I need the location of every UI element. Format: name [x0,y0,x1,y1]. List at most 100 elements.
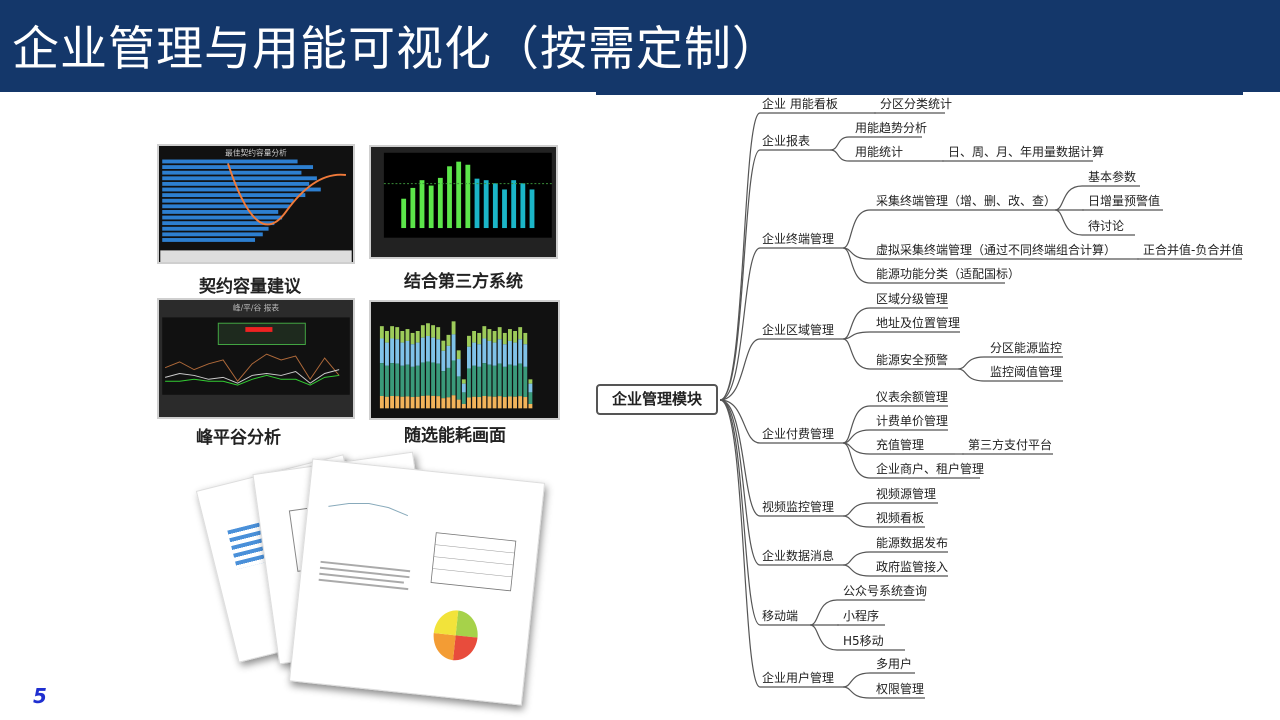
thumb-line [164,353,340,383]
thumb-stack [518,327,523,340]
thumb-stack [415,342,420,366]
peak-valley-screenshot: 峰/平/谷 报表 [157,298,355,419]
branch-connector [719,399,761,517]
thumb-stack [431,395,436,409]
thumb-stack [379,363,384,397]
branch-connector [957,356,985,370]
thumb-stack [528,392,533,404]
thumb-bar [410,187,416,229]
thumb-curve [227,163,347,226]
thumb-stack [518,396,523,409]
branch-connector [842,686,871,699]
mindmap-branch: 企业 用能看板 [762,97,838,111]
thumb-stack [410,332,415,345]
thumb-bar [428,185,434,229]
thumb-bar [511,180,517,229]
thumb-stack [467,346,471,369]
thumb-stack [477,344,482,367]
thumb-stack [472,342,477,366]
mindmap-leaf: 用能统计 [855,145,904,159]
thumb-bar [162,226,269,231]
branch-connector [957,368,985,382]
thumb-stack [395,327,400,340]
thumb-stack [400,396,405,409]
thumb-stack [523,332,528,345]
thumb-bar [492,183,498,229]
thumb-stack [528,403,533,409]
thumb-stack [502,344,507,367]
thumb-bar [162,187,321,192]
thumb-stack [461,392,466,404]
mindmap-root: 企业管理模块 [596,384,718,415]
thumb-stack [426,323,430,337]
thumb-stack [426,336,430,362]
header-divider [596,92,1243,95]
thumb-stack [528,383,533,393]
branch-connector [842,429,871,444]
branch-connector [719,399,761,566]
branch-connector [719,112,761,401]
mindmap-leaf: 多用户 [876,657,913,671]
mindmap-leaf: 权限管理 [876,682,925,696]
thumb-stack [528,379,533,384]
thumb-chart-title: 峰/平/谷 报表 [233,303,280,313]
thumb-stack [426,361,430,396]
thumb-stack [487,329,492,341]
branch-connector [829,136,850,151]
mindmap-leaf: 分区能源监控 [990,341,1063,355]
caption-third-party: 结合第三方系统 [404,272,523,292]
mindmap-leaf: 小程序 [843,609,880,623]
thumb-stack [436,327,441,340]
thumb-stack [390,326,395,339]
thumb-highlight-cell [245,327,273,332]
thumb-stack [518,363,523,397]
thumb-stack [497,327,502,340]
thumb-line [165,374,340,386]
branch-connector [842,331,871,340]
thumb-stack [513,396,517,409]
thumb-chart-title: 最佳契约容量分析 [225,148,287,158]
caption-peak-valley: 峰平谷分析 [196,428,281,448]
mindmap-leaf: 监控阈值管理 [990,365,1063,379]
mindmap-leaf: 日增量预警值 [1088,194,1161,208]
thumb-stack [482,396,487,409]
branch-connector [809,624,838,651]
thumb-stack [502,366,507,398]
thumb-stack [487,364,492,397]
thumb-stack [405,340,410,365]
mindmap-branch: 企业数据消息 [762,549,835,563]
thumb-stack [446,345,451,368]
thumb-stack [523,344,528,367]
thumb-stack [461,383,466,393]
thumb-stack [390,363,395,397]
thumb-stack [523,397,528,409]
thumb-stack [415,396,420,409]
thumb-stack [441,371,446,399]
branch-connector [842,247,871,284]
title-bar: 企业管理与用能可视化（按需定制） [0,0,1280,92]
branch-connector [842,564,871,577]
thumb-stack [451,334,456,361]
mindmap-branch: 企业区域管理 [762,323,835,337]
thumb-stack [497,363,502,397]
thumb-bar [162,221,275,226]
thumb-stack [482,326,487,339]
thumb-table [217,322,306,345]
branch-connector [842,405,871,444]
thumb-stack [502,332,507,345]
thumb-stack [492,365,497,397]
thumb-stack [487,396,492,409]
thumb-stack [385,365,389,397]
branch-connector [842,338,871,370]
branch-connector [842,442,871,479]
mindmap-branch: 视频监控管理 [762,500,835,514]
thumb-stack [523,366,528,398]
thumb-stack [472,331,477,343]
thumb-stack [405,329,410,341]
mindmap-leaf: 能源安全预警 [876,353,949,367]
thumb-bar [162,204,290,209]
thumb-stack [456,399,461,409]
thumb-stack [467,335,471,347]
thumb-stack [508,364,512,397]
thumb-stack [436,396,441,409]
